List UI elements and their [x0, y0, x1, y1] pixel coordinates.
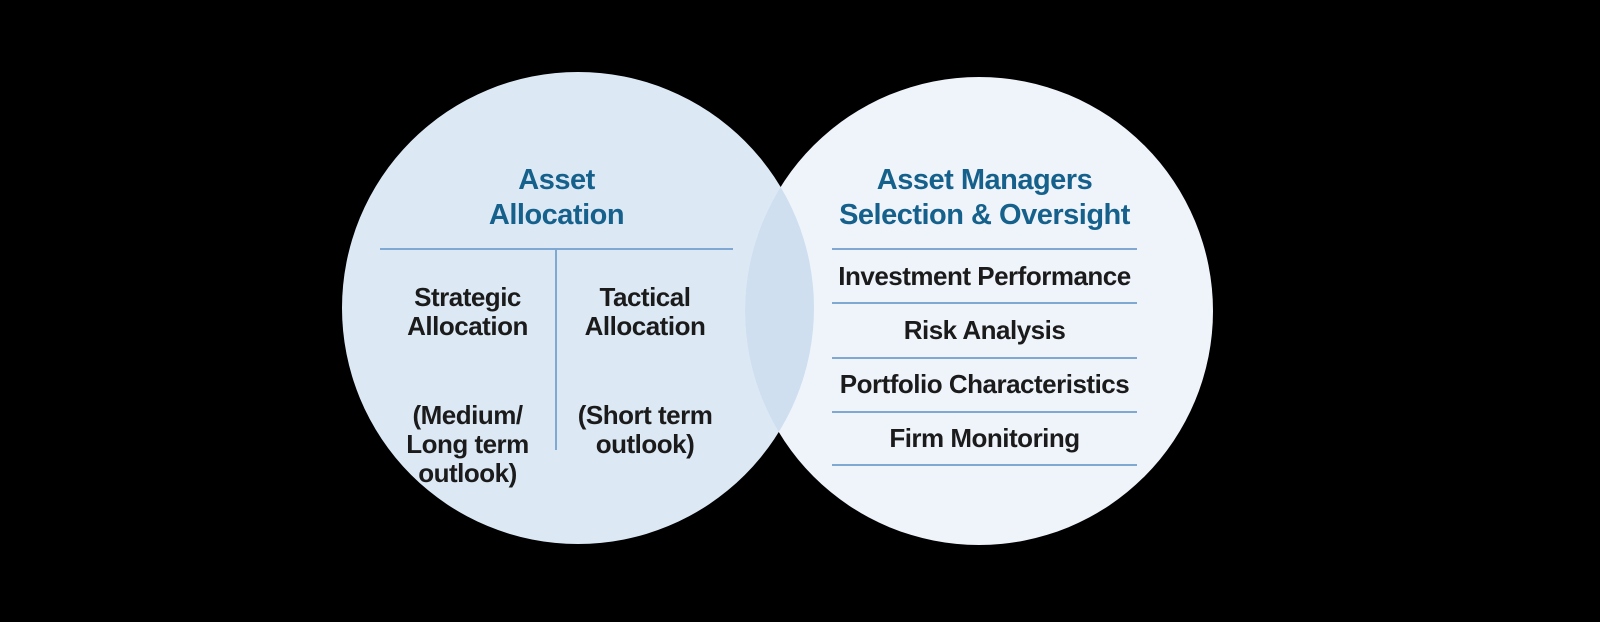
- left-circle-title-line1: Asset: [518, 164, 595, 196]
- tactical-allocation-column: Tactical Allocation (Short term outlook): [557, 254, 733, 488]
- list-item-portfolio-characteristics: Portfolio Characteristics: [832, 356, 1137, 411]
- strategic-allocation-detail: (Medium/ Long term outlook): [406, 400, 529, 488]
- tactical-allocation-heading: Tactical Allocation: [584, 282, 706, 341]
- oversight-items-list: Investment Performance Risk Analysis Por…: [832, 248, 1137, 466]
- list-item-firm-monitoring: Firm Monitoring: [832, 411, 1137, 466]
- strategic-allocation-heading: Strategic Allocation: [407, 282, 528, 341]
- right-circle-title: Asset Managers Selection & Oversight: [792, 163, 1177, 233]
- tactical-allocation-detail: (Short term outlook): [577, 400, 713, 459]
- right-circle-title-line2: Selection & Oversight: [839, 199, 1130, 231]
- left-circle: [342, 72, 814, 544]
- right-circle: [745, 77, 1213, 545]
- right-circle-title-line1: Asset Managers: [876, 164, 1093, 196]
- left-column-divider: [555, 250, 557, 450]
- left-circle-title-line2: Allocation: [488, 199, 625, 231]
- strategic-allocation-column: Strategic Allocation (Medium/ Long term …: [380, 254, 555, 517]
- left-circle-title: Asset Allocation: [380, 163, 733, 233]
- list-item-investment-performance: Investment Performance: [832, 248, 1137, 302]
- list-item-risk-analysis: Risk Analysis: [832, 302, 1137, 356]
- left-title-underline: [380, 248, 733, 250]
